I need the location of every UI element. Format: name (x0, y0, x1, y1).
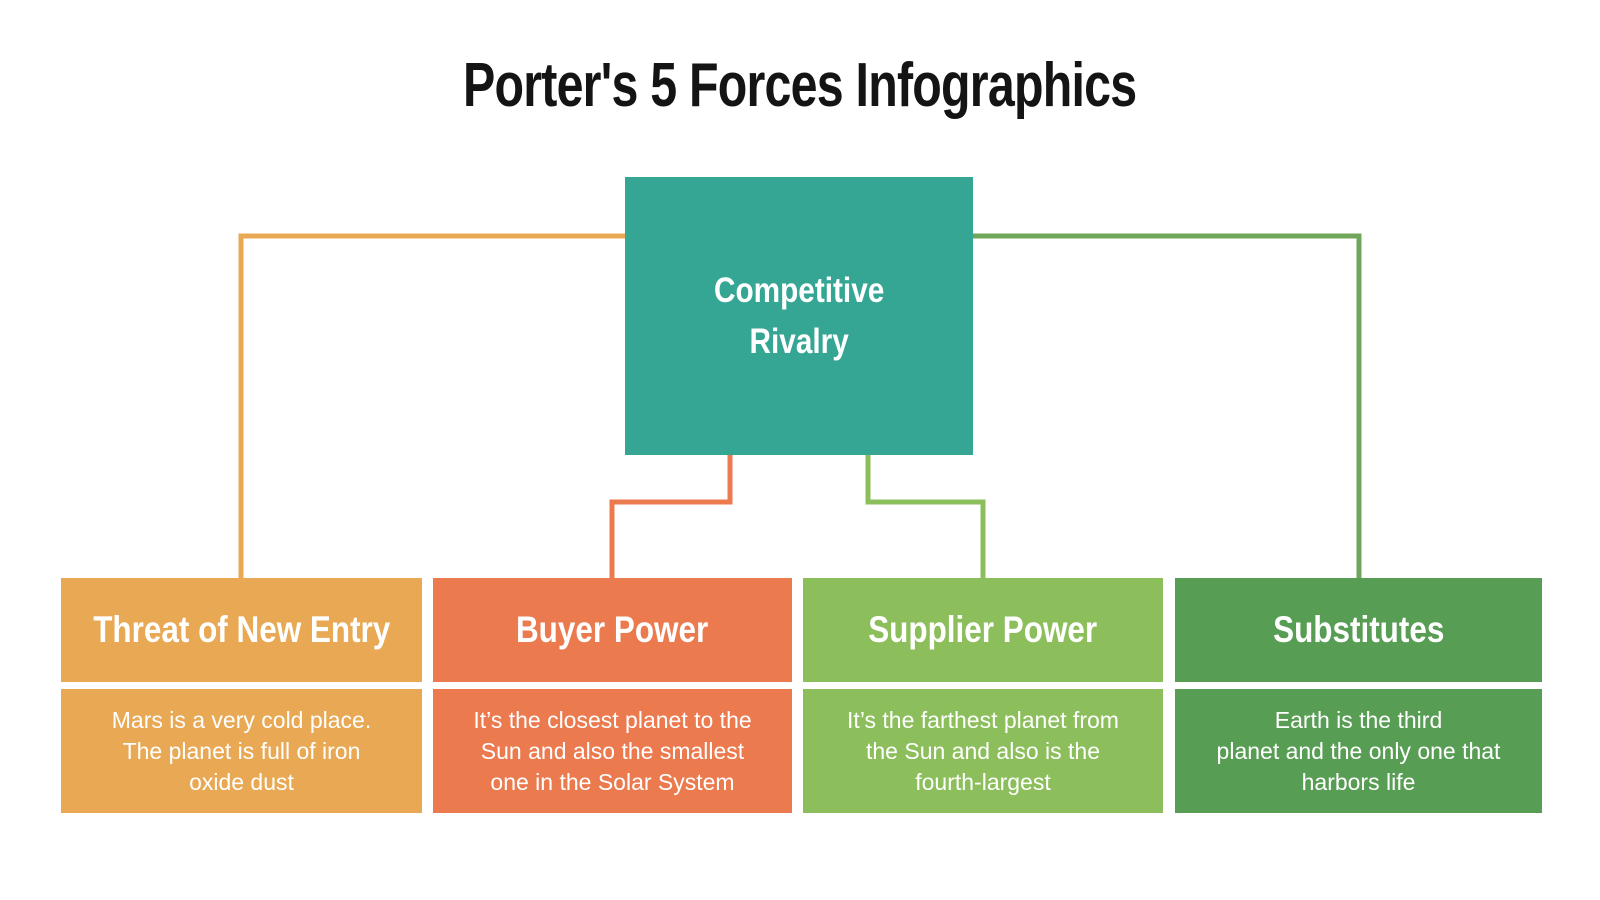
force-body: It’s the farthest planet from the Sun an… (803, 689, 1163, 813)
force-title: Buyer Power (516, 609, 709, 650)
force-title: Substitutes (1272, 609, 1445, 650)
competitive-rivalry-label: Competitive Rivalry (713, 271, 885, 361)
force-description: It’s the closest planet to the Sun and a… (473, 706, 752, 795)
force-title: Threat of New Entry (92, 609, 391, 650)
force-card-buyer-power: Buyer Power It’s the closest planet to t… (433, 578, 792, 813)
connector-substitutes (908, 233, 1362, 578)
force-card-threat-of-new-entry: Threat of New Entry Mars is a very cold … (61, 578, 422, 813)
force-card-substitutes: Substitutes Earth is the third planet an… (1175, 578, 1542, 813)
force-description: It’s the farthest planet from the Sun an… (847, 706, 1119, 795)
force-body: It’s the closest planet to the Sun and a… (433, 689, 792, 813)
force-title: Supplier Power (868, 609, 1098, 650)
force-header: Buyer Power (433, 578, 792, 682)
page-title: Porter's 5 Forces Infographics (0, 50, 1600, 121)
force-header: Substitutes (1175, 578, 1542, 682)
force-description: Earth is the third planet and the only o… (1216, 706, 1501, 795)
force-body: Mars is a very cold place. The planet is… (61, 689, 422, 813)
force-header: Supplier Power (803, 578, 1163, 682)
force-card-supplier-power: Supplier Power It’s the farthest planet … (803, 578, 1163, 813)
competitive-rivalry-box: Competitive Rivalry (625, 177, 973, 455)
connector-threat-of-new-entry (238, 233, 689, 578)
force-header: Threat of New Entry (61, 578, 422, 682)
page-title-text: Porter's 5 Forces Infographics (463, 51, 1137, 120)
force-body: Earth is the third planet and the only o… (1175, 689, 1542, 813)
force-description: Mars is a very cold place. The planet is… (111, 706, 372, 795)
